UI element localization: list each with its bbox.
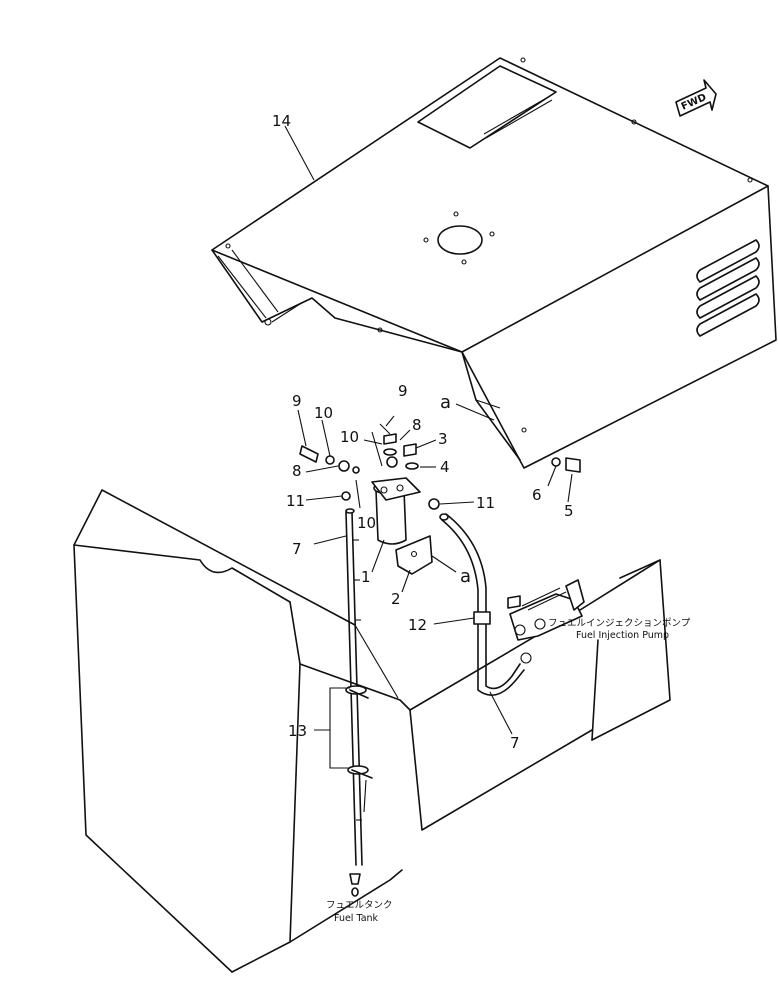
cover-hole bbox=[423, 237, 429, 243]
banjo-8-left bbox=[338, 460, 350, 472]
fuel-tube-left bbox=[345, 508, 363, 897]
callout-9-left: 9 bbox=[292, 392, 302, 410]
callout-10-left: 10 bbox=[314, 404, 333, 422]
fwd-arrow-icon: FWD bbox=[675, 79, 717, 117]
washer-8 bbox=[383, 448, 397, 456]
vent-slot bbox=[696, 257, 760, 301]
callout-13: 13 bbox=[288, 722, 307, 740]
cover-hole bbox=[453, 211, 459, 217]
bolt-5 bbox=[565, 457, 581, 473]
tank-label-jp: フュエルタンク bbox=[326, 900, 393, 911]
fuel-filter bbox=[371, 477, 421, 545]
callout-10-low: 10 bbox=[357, 514, 376, 532]
callout-a-bottom: a bbox=[460, 566, 471, 587]
callout-3: 3 bbox=[438, 430, 448, 448]
callout-labels: 14 9 9 10 10 10 8 8 3 4 11 11 7 7 1 2 6 … bbox=[272, 112, 574, 752]
pump-label-en: Fuel Injection Pump bbox=[576, 630, 669, 641]
cover-assembly bbox=[211, 57, 777, 469]
callout-a-top: a bbox=[440, 392, 451, 413]
fittings bbox=[299, 431, 581, 510]
callout-7-right: 7 bbox=[510, 734, 520, 752]
washer-10-mid bbox=[352, 466, 360, 474]
washer-6 bbox=[551, 457, 561, 467]
cover-hole bbox=[631, 119, 637, 125]
nut-11-right bbox=[428, 498, 440, 510]
notes: フュエルインジェクションポンプ Fuel Injection Pump フュエル… bbox=[326, 618, 691, 924]
cover-hole bbox=[747, 177, 753, 183]
bracket-2 bbox=[395, 535, 433, 575]
clamps-13 bbox=[345, 685, 373, 813]
callout-4: 4 bbox=[440, 458, 450, 476]
nut-11-left bbox=[341, 491, 351, 501]
bolt-9-top bbox=[383, 433, 397, 445]
leader-lines bbox=[284, 125, 573, 769]
callout-7-left: 7 bbox=[292, 540, 302, 558]
callout-11-right: 11 bbox=[476, 494, 495, 512]
callout-1: 1 bbox=[361, 568, 371, 586]
cover-hole bbox=[264, 318, 272, 326]
cover-hole bbox=[377, 327, 383, 333]
pump-label-jp: フュエルインジェクションポンプ bbox=[548, 618, 691, 629]
callout-12: 12 bbox=[408, 616, 427, 634]
callout-8-top: 8 bbox=[412, 416, 422, 434]
washer-10-left bbox=[325, 455, 335, 465]
callout-8-left: 8 bbox=[292, 462, 302, 480]
cover-hole bbox=[520, 57, 526, 63]
vent-slot bbox=[696, 293, 760, 337]
banjo-fitting bbox=[386, 456, 398, 468]
callout-6: 6 bbox=[532, 486, 542, 504]
callout-11-left: 11 bbox=[286, 492, 305, 510]
vent-slot bbox=[696, 239, 760, 283]
fuel-tube-right bbox=[439, 513, 525, 696]
bolt-3 bbox=[403, 443, 417, 457]
callout-9-top: 9 bbox=[398, 382, 408, 400]
cover-hole bbox=[461, 259, 467, 265]
callout-14: 14 bbox=[272, 112, 291, 130]
callout-10-mid: 10 bbox=[340, 428, 359, 446]
washer-4 bbox=[405, 462, 419, 470]
cover-hole bbox=[225, 243, 231, 249]
cover-hole bbox=[489, 231, 495, 237]
bolt-9-left bbox=[299, 445, 319, 463]
engine-body-outline bbox=[73, 489, 671, 973]
vent-slot bbox=[696, 275, 760, 319]
tank-label-en: Fuel Tank bbox=[334, 913, 379, 924]
callout-2: 2 bbox=[391, 590, 401, 608]
fuel-injection-pump bbox=[507, 579, 585, 664]
callout-5: 5 bbox=[564, 502, 574, 520]
cover-hole bbox=[521, 427, 527, 433]
